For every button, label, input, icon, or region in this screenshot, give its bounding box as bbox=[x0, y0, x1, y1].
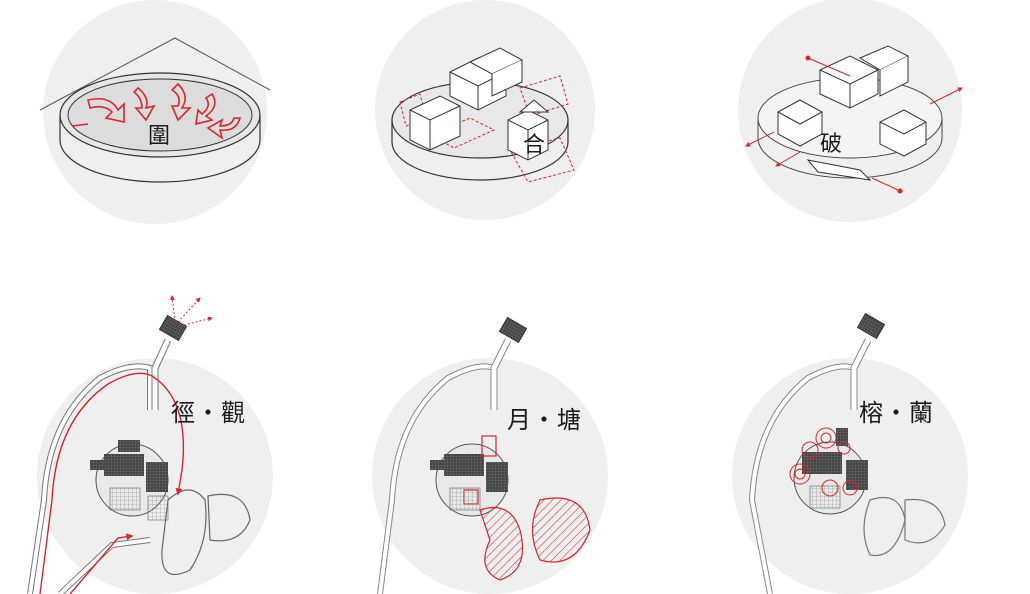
label-combine: 合 bbox=[523, 133, 546, 158]
label-path-view: 徑・觀 bbox=[171, 399, 246, 427]
walking-route bbox=[39, 372, 185, 594]
panel-path-view bbox=[27, 295, 273, 594]
panel-banyan-orchid bbox=[732, 312, 968, 594]
panel-combine bbox=[375, 0, 595, 220]
panel-enclose bbox=[39, 0, 271, 224]
panel-break bbox=[738, 0, 963, 222]
label-enclose: 圍 bbox=[148, 124, 171, 149]
label-break: 破 bbox=[820, 132, 843, 157]
label-moon-pond: 月・塘 bbox=[507, 406, 582, 434]
inward-arrows bbox=[87, 82, 242, 140]
label-banyan-orchid: 榕・蘭 bbox=[859, 399, 934, 427]
panel-moon-pond bbox=[372, 316, 608, 594]
